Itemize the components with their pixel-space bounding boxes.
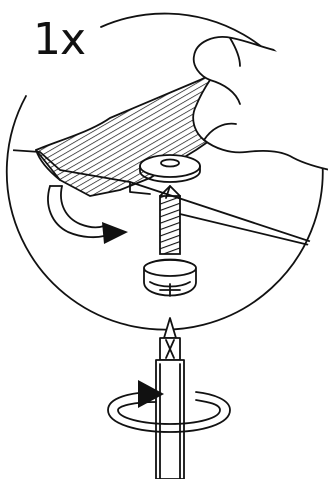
quantity-label: 1x (33, 18, 85, 62)
phillips-screwdriver-icon (156, 318, 184, 479)
phillips-screw-icon (144, 186, 196, 296)
washer-icon (140, 155, 200, 182)
hand-icon (193, 37, 330, 170)
